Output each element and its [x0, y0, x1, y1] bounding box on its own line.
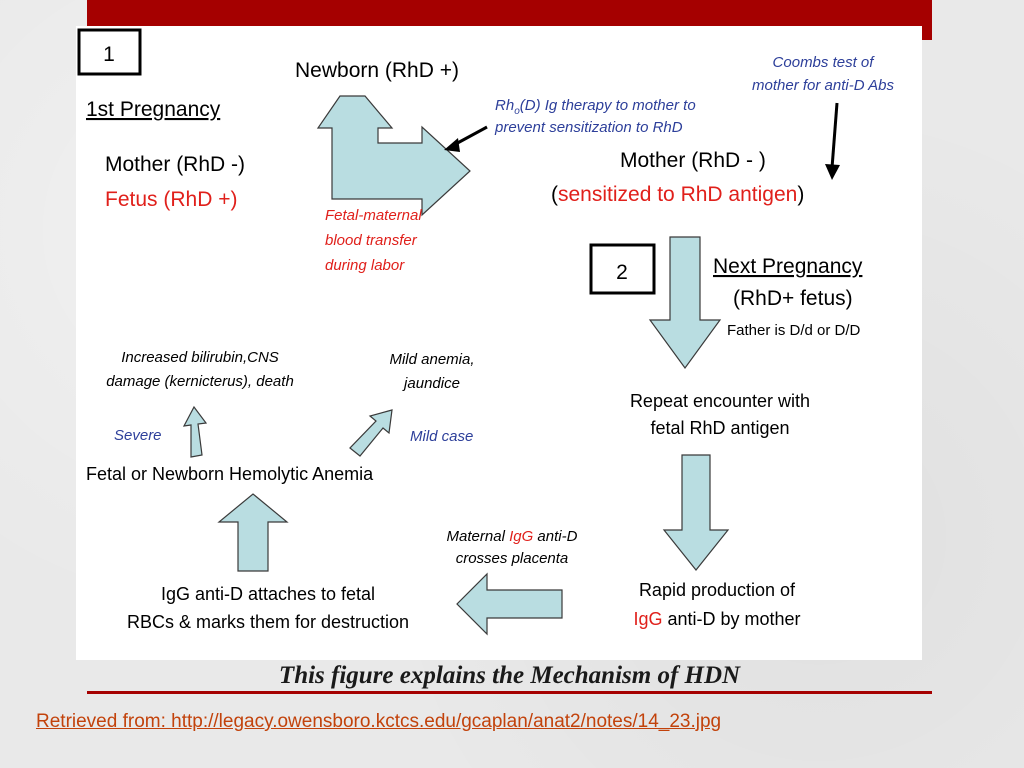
first-pregnancy-heading: 1st Pregnancy	[86, 98, 221, 121]
maternal-igg-note-line-2: crosses placenta	[456, 550, 569, 567]
repeat-encounter-line-1: Repeat encounter with	[630, 391, 810, 411]
sensitized-line: (sensitized to RhD antigen)	[551, 183, 804, 206]
rhd-positive-fetus: (RhD+ fetus)	[733, 287, 853, 310]
fetus-rhd-positive: Fetus (RhD +)	[105, 188, 237, 211]
maternal-igg-note-line-1: Maternal IgG anti-D	[447, 528, 578, 545]
up-arrow-to-anemia	[217, 493, 289, 572]
therapy-pointer-head	[444, 138, 460, 152]
mild-branch-arrow	[349, 409, 393, 457]
rapid-production-line-1: Rapid production of	[639, 580, 796, 600]
rapid-production-line-2: IgG anti-D by mother	[633, 609, 800, 629]
stage-2-number: 2	[616, 261, 628, 284]
severe-label: Severe	[114, 427, 162, 444]
mother-rhd-negative: Mother (RhD -)	[105, 153, 245, 176]
caption-divider	[87, 691, 932, 694]
igg-attaches-line-1: IgG anti-D attaches to fetal	[161, 584, 375, 604]
next-pregnancy-heading: Next Pregnancy	[713, 255, 863, 278]
severe-outcome-line-1: Increased bilirubin,CNS	[121, 349, 279, 366]
severe-branch-arrow	[182, 405, 208, 458]
mother-sensitized-heading: Mother (RhD - )	[620, 149, 766, 172]
coombs-pointer	[830, 102, 839, 169]
severe-outcome-line-2: damage (kernicterus), death	[106, 373, 294, 390]
coombs-note-line-1: Coombs test of	[773, 54, 876, 71]
repeat-encounter-line-2: fetal RhD antigen	[650, 418, 789, 438]
down-arrow-to-production	[662, 454, 730, 571]
hdn-mechanism-diagram: 1 2 1st Pregnancy Mother (RhD -) Fetus (…	[77, 28, 894, 636]
coombs-pointer-head	[825, 164, 840, 180]
mild-outcome-line-1: Mild anemia,	[389, 351, 474, 368]
down-arrow-to-next-pregnancy	[648, 236, 722, 370]
transfer-note-line-1: Fetal-maternal	[325, 207, 422, 224]
therapy-note-line-1: Rho(D) Ig therapy to mother to	[495, 97, 696, 117]
hdn-figure: 1 2 1st Pregnancy Mother (RhD -) Fetus (…	[76, 26, 922, 660]
newborn-rhd-positive: Newborn (RhD +)	[295, 59, 459, 82]
stage-1-box: 1	[77, 28, 142, 76]
stage-1-number: 1	[103, 43, 115, 66]
left-arrow-to-attachment	[456, 572, 563, 636]
coombs-note-line-2: mother for anti-D Abs	[752, 77, 894, 94]
transfer-note-line-3: during labor	[325, 257, 405, 274]
source-link[interactable]: Retrieved from: http://legacy.owensboro.…	[36, 711, 722, 732]
hemolytic-anemia-label: Fetal or Newborn Hemolytic Anemia	[86, 464, 374, 484]
stage-2-box: 2	[589, 243, 656, 295]
figure-caption: This figure explains the Mechanism of HD…	[278, 662, 741, 689]
mild-outcome-line-2: jaundice	[402, 375, 460, 392]
therapy-note-line-2: prevent sensitization to RhD	[494, 119, 683, 136]
igg-attaches-line-2: RBCs & marks them for destruction	[127, 612, 409, 632]
father-genotype-note: Father is D/d or D/D	[727, 322, 861, 339]
transfer-note-line-2: blood transfer	[325, 232, 418, 249]
mild-case-label: Mild case	[410, 428, 473, 445]
bent-transfer-arrow	[316, 95, 471, 217]
